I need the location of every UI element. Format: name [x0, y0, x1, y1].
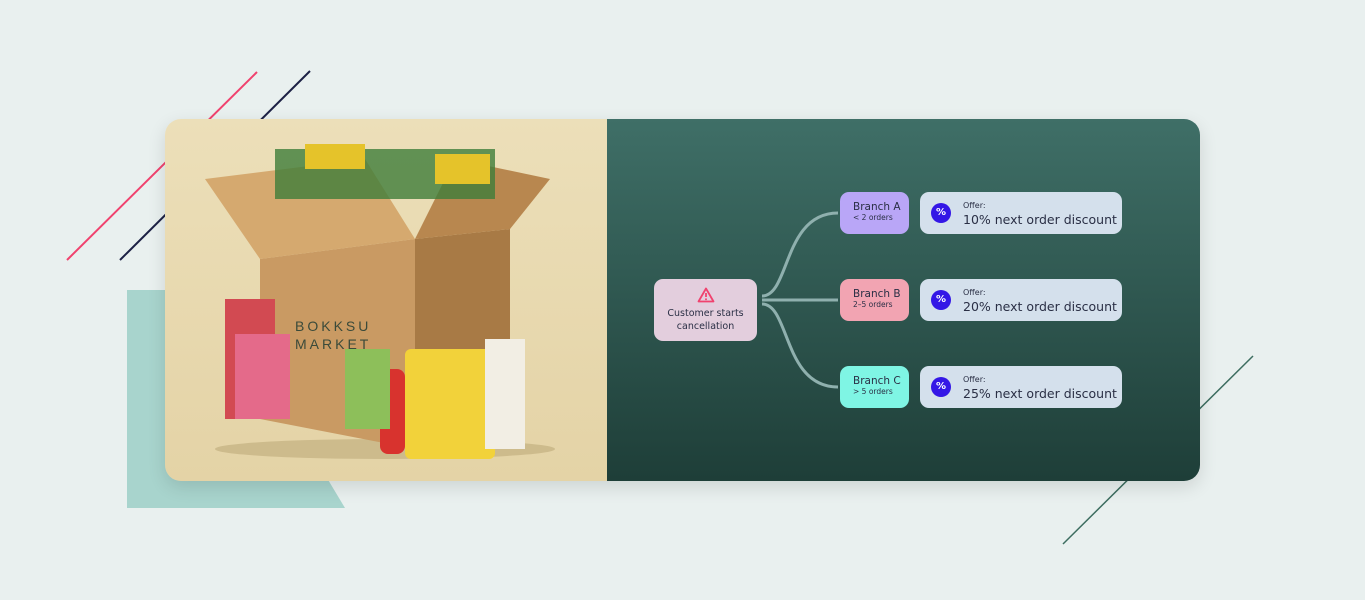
branch-name: Branch A	[853, 201, 901, 213]
offer-value: 20% next order discount	[963, 299, 1117, 314]
offer-value: 10% next order discount	[963, 212, 1117, 227]
offer-b-node[interactable]: % Offer: 20% next order discount	[920, 279, 1122, 321]
start-node[interactable]: Customer starts cancellation	[654, 279, 757, 341]
percent-badge-icon: %	[931, 290, 951, 310]
branch-condition: < 2 orders	[853, 213, 893, 222]
warning-triangle-icon	[697, 287, 714, 303]
box-brand-lettering: BOKKSU MARKET	[295, 318, 372, 352]
product-photo: BOKKSU MARKET	[165, 119, 607, 481]
branch-c-node[interactable]: Branch C> 5 orders	[840, 366, 909, 408]
offer-label: Offer:	[963, 375, 986, 384]
offer-c-node[interactable]: % Offer: 25% next order discount	[920, 366, 1122, 408]
offer-a-node[interactable]: % Offer: 10% next order discount	[920, 192, 1122, 234]
branch-a-node[interactable]: Branch A< 2 orders	[840, 192, 909, 234]
percent-badge-icon: %	[931, 377, 951, 397]
offer-label: Offer:	[963, 201, 986, 210]
branch-name: Branch B	[853, 288, 901, 300]
start-label: Customer starts cancellation	[667, 308, 744, 332]
branch-name: Branch C	[853, 375, 901, 387]
percent-badge-icon: %	[931, 203, 951, 223]
branch-condition: > 5 orders	[853, 387, 893, 396]
snack-box-illustration	[205, 144, 555, 459]
offer-value: 25% next order discount	[963, 386, 1117, 401]
branch-condition: 2–5 orders	[853, 300, 893, 309]
offer-label: Offer:	[963, 288, 986, 297]
